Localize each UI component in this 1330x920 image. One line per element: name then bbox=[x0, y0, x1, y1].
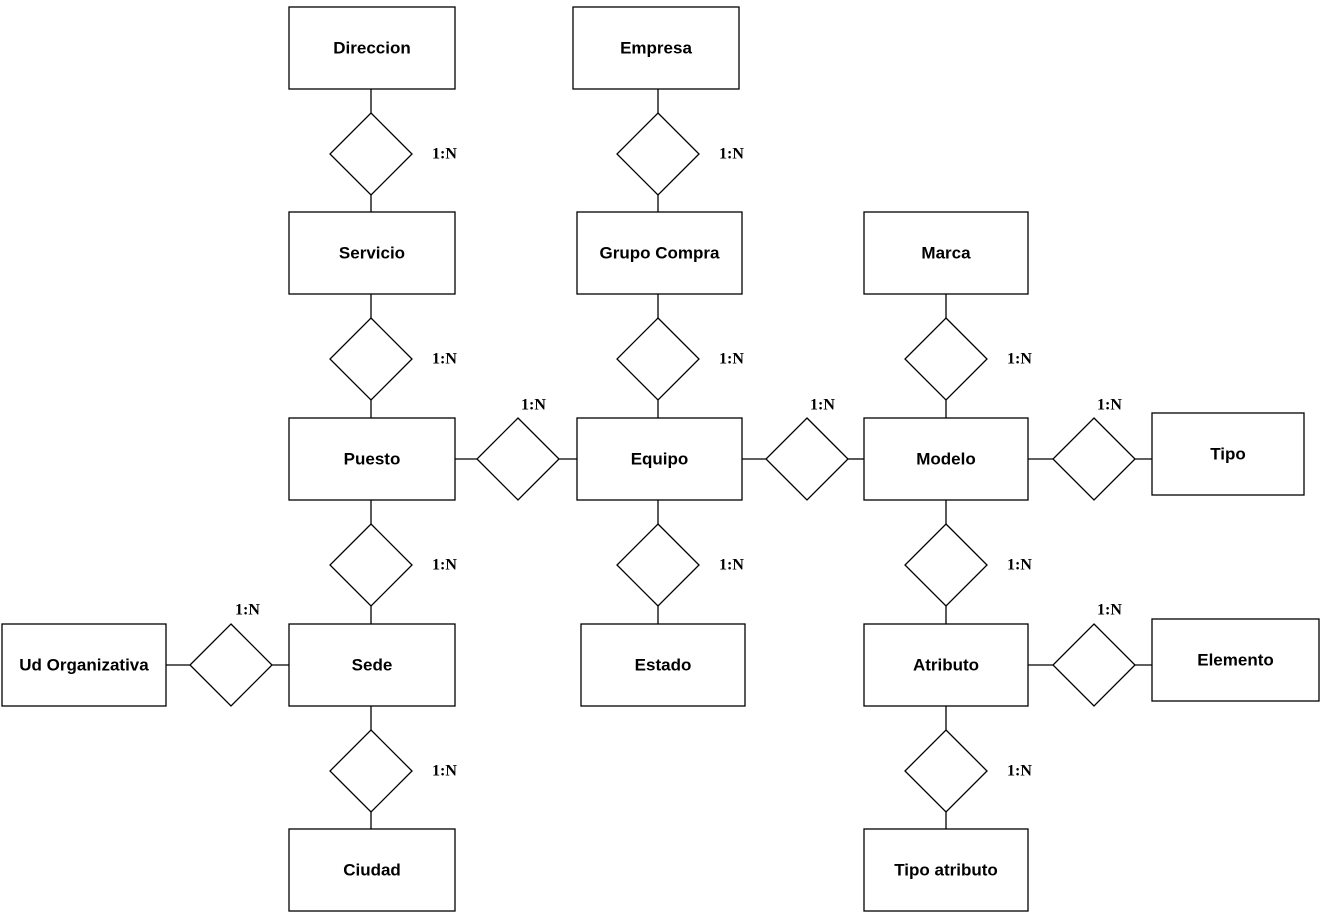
entity-label-ud-organizativa: Ud Organizativa bbox=[19, 656, 149, 675]
rel-modelo-atributo-cardinality: 1:N bbox=[1007, 557, 1032, 574]
entity-empresa: Empresa bbox=[572, 6, 740, 90]
rel-empresa-grupo-compra-diamond bbox=[616, 112, 700, 196]
rel-marca-modelo-diamond bbox=[904, 317, 988, 401]
entity-box-marca bbox=[863, 211, 1029, 295]
rel-modelo-atributo-diamond bbox=[904, 523, 988, 607]
rel-atributo-elemento: 1:N bbox=[1052, 602, 1136, 707]
entity-box-servicio bbox=[288, 211, 456, 295]
rel-modelo-atributo: 1:N bbox=[904, 523, 1032, 607]
entity-sede: Sede bbox=[288, 623, 456, 707]
entity-tipo-atributo: Tipo atributo bbox=[863, 828, 1029, 912]
entity-estado: Estado bbox=[580, 623, 746, 707]
rel-puesto-equipo: 1:N bbox=[476, 397, 560, 501]
rel-equipo-estado: 1:N bbox=[616, 523, 744, 607]
rel-grupo-compra-equipo-diamond bbox=[616, 317, 700, 401]
rel-puesto-sede-cardinality: 1:N bbox=[432, 557, 457, 574]
rel-ud-organizativa-sede-cardinality: 1:N bbox=[235, 602, 260, 619]
rel-servicio-puesto-diamond bbox=[329, 317, 413, 401]
entity-atributo: Atributo bbox=[863, 623, 1029, 707]
connectors-layer bbox=[166, 89, 1152, 829]
entity-servicio: Servicio bbox=[288, 211, 456, 295]
entity-label-direccion: Direccion bbox=[333, 39, 410, 58]
rel-grupo-compra-equipo-cardinality: 1:N bbox=[719, 351, 744, 368]
entity-ud-organizativa: Ud Organizativa bbox=[1, 623, 167, 707]
entity-box-equipo bbox=[576, 417, 743, 501]
rel-atributo-tipo-atributo-diamond bbox=[904, 729, 988, 813]
entity-box-puesto bbox=[288, 417, 456, 501]
rel-puesto-equipo-diamond bbox=[476, 417, 560, 501]
rel-puesto-equipo-cardinality: 1:N bbox=[521, 397, 546, 414]
rel-servicio-puesto-cardinality: 1:N bbox=[432, 351, 457, 368]
entity-label-sede: Sede bbox=[352, 656, 393, 675]
entity-box-atributo bbox=[863, 623, 1029, 707]
rel-equipo-modelo: 1:N bbox=[765, 397, 849, 501]
rel-sede-ciudad-diamond bbox=[329, 729, 413, 813]
entity-marca: Marca bbox=[863, 211, 1029, 295]
rel-ud-organizativa-sede: 1:N bbox=[189, 602, 273, 707]
entity-box-empresa bbox=[572, 6, 740, 90]
entity-label-empresa: Empresa bbox=[620, 39, 692, 58]
rel-marca-modelo-cardinality: 1:N bbox=[1007, 351, 1032, 368]
rel-equipo-modelo-cardinality: 1:N bbox=[810, 397, 835, 414]
entity-label-grupo-compra: Grupo Compra bbox=[600, 244, 720, 263]
rel-grupo-compra-equipo: 1:N bbox=[616, 317, 744, 401]
entity-box-ciudad bbox=[288, 828, 456, 912]
rel-atributo-tipo-atributo: 1:N bbox=[904, 729, 1032, 813]
rel-equipo-estado-diamond bbox=[616, 523, 700, 607]
entity-label-ciudad: Ciudad bbox=[343, 861, 401, 880]
rel-direccion-servicio-cardinality: 1:N bbox=[432, 146, 457, 163]
rel-servicio-puesto: 1:N bbox=[329, 317, 457, 401]
relationships-layer: 1:N 1:N 1:N 1:N 1:N 1:N 1:N 1:N 1:N 1:N 1:N 1:N 1:N 1… bbox=[189, 112, 1136, 813]
rel-equipo-modelo-diamond bbox=[765, 417, 849, 501]
entity-label-atributo: Atributo bbox=[913, 656, 979, 675]
entity-box-tipo bbox=[1151, 412, 1305, 496]
entity-box-tipo-atributo bbox=[863, 828, 1029, 912]
entity-label-tipo: Tipo bbox=[1210, 445, 1246, 464]
entity-label-estado: Estado bbox=[635, 656, 692, 675]
rel-puesto-sede: 1:N bbox=[329, 523, 457, 607]
entity-label-puesto: Puesto bbox=[344, 450, 401, 469]
entity-box-ud-organizativa bbox=[1, 623, 167, 707]
rel-atributo-elemento-cardinality: 1:N bbox=[1097, 602, 1122, 619]
rel-atributo-tipo-atributo-cardinality: 1:N bbox=[1007, 763, 1032, 780]
entity-box-elemento bbox=[1151, 618, 1320, 702]
entity-tipo: Tipo bbox=[1151, 412, 1305, 496]
entity-label-elemento: Elemento bbox=[1197, 651, 1274, 670]
entity-box-modelo bbox=[863, 417, 1029, 501]
entity-box-grupo-compra bbox=[576, 211, 743, 295]
entity-label-tipo-atributo: Tipo atributo bbox=[894, 861, 998, 880]
entity-label-marca: Marca bbox=[921, 244, 971, 263]
entity-ciudad: Ciudad bbox=[288, 828, 456, 912]
rel-sede-ciudad: 1:N bbox=[329, 729, 457, 813]
rel-puesto-sede-diamond bbox=[329, 523, 413, 607]
rel-direccion-servicio: 1:N bbox=[329, 112, 457, 196]
rel-empresa-grupo-compra: 1:N bbox=[616, 112, 744, 196]
entity-puesto: Puesto bbox=[288, 417, 456, 501]
entity-label-modelo: Modelo bbox=[916, 450, 976, 469]
entity-direccion: Direccion bbox=[288, 6, 456, 90]
entity-elemento: Elemento bbox=[1151, 618, 1320, 702]
entity-equipo: Equipo bbox=[576, 417, 743, 501]
rel-atributo-elemento-diamond bbox=[1052, 623, 1136, 707]
entity-box-sede bbox=[288, 623, 456, 707]
entity-label-servicio: Servicio bbox=[339, 244, 405, 263]
rel-modelo-tipo-cardinality: 1:N bbox=[1097, 397, 1122, 414]
rel-modelo-tipo-diamond bbox=[1052, 417, 1136, 501]
rel-equipo-estado-cardinality: 1:N bbox=[719, 557, 744, 574]
entity-box-estado bbox=[580, 623, 746, 707]
entity-label-equipo: Equipo bbox=[631, 450, 689, 469]
rel-direccion-servicio-diamond bbox=[329, 112, 413, 196]
rel-ud-organizativa-sede-diamond bbox=[189, 623, 273, 707]
entity-grupo-compra: Grupo Compra bbox=[576, 211, 743, 295]
rel-empresa-grupo-compra-cardinality: 1:N bbox=[719, 146, 744, 163]
rel-sede-ciudad-cardinality: 1:N bbox=[432, 763, 457, 780]
rel-marca-modelo: 1:N bbox=[904, 317, 1032, 401]
entity-box-direccion bbox=[288, 6, 456, 90]
entity-modelo: Modelo bbox=[863, 417, 1029, 501]
rel-modelo-tipo: 1:N bbox=[1052, 397, 1136, 501]
